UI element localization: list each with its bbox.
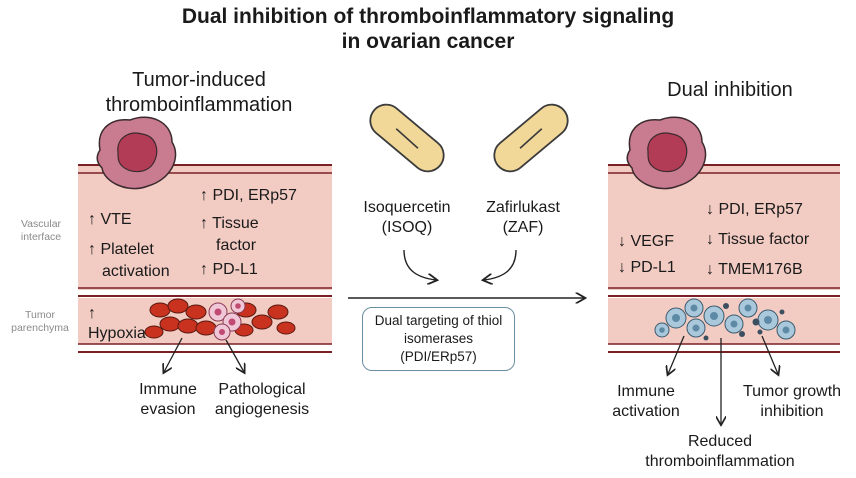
box-line3: (PDI/ERp57): [400, 349, 477, 364]
zafirlukast-pill-icon: [493, 103, 569, 173]
up-hypoxia-arrow: ↑: [88, 305, 96, 322]
tumor-growth-line1: Tumor growth: [742, 383, 842, 400]
immune-activation-line2: activation: [612, 403, 680, 420]
immune-evasion-label: Immune evasion: [120, 380, 216, 420]
down-pdi-erp57: ↓ PDI, ERp57: [706, 201, 803, 218]
down-tmem176b: ↓ TMEM176B: [706, 261, 803, 278]
down-tissue-factor: ↓ Tissue factor: [706, 231, 810, 248]
figure-title-line2: in ovarian cancer: [341, 30, 515, 53]
tumor-growth-arrow: [761, 335, 778, 374]
up-pdi-erp57: ↑ PDI, ERp57: [200, 187, 297, 204]
up-vte: ↑ VTE: [88, 211, 132, 228]
dual-targeting-box: Dual targeting of thiol isomerases (PDI/…: [362, 307, 515, 371]
zafirlukast-line2: (ZAF): [502, 219, 544, 236]
up-pd-l1: ↑ PD-L1: [200, 261, 258, 278]
zafirlukast-label: Zafirlukast (ZAF): [470, 198, 576, 238]
angiogenesis-arrow: [225, 339, 244, 372]
tumor-growth-inhibition-label: Tumor growth inhibition: [736, 382, 848, 422]
isoquercetin-pill-icon: [369, 103, 445, 173]
immune-activation-label: Immune activation: [596, 382, 696, 422]
figure-title-line1: Dual inhibition of thromboinflammatory s…: [181, 5, 675, 28]
vascular-label-line2: interface: [20, 231, 62, 243]
up-tissue-line2: factor: [216, 237, 257, 254]
left-tumor-cluster-icon: [144, 298, 296, 341]
immune-activation-line1: Immune: [617, 383, 675, 400]
hypoxia-label: Hypoxia: [88, 325, 146, 342]
tumor-parenchyma-label: Tumor parenchyma: [2, 309, 78, 335]
isoq-arrow: [403, 249, 436, 280]
immune-activation-arrow: [668, 335, 685, 374]
tumor-growth-line2: inhibition: [760, 403, 824, 420]
pathological-angiogenesis-label: Pathological angiogenesis: [200, 380, 324, 420]
isoquercetin-line1: Isoquercetin: [363, 199, 451, 216]
vascular-label-line1: Vascular: [20, 218, 62, 230]
up-platelet-line2: activation: [102, 263, 170, 280]
zafirlukast-line1: Zafirlukast: [486, 199, 560, 216]
right-circulating-cell-icon: [626, 116, 707, 190]
down-pd-l1: ↓ PD-L1: [618, 259, 676, 276]
left-circulating-cell-icon: [96, 116, 177, 190]
angiogenesis-line1: Pathological: [218, 381, 306, 398]
reduced-line1: Reduced: [687, 433, 753, 450]
zaf-arrow: [484, 249, 517, 280]
left-heading-line1: Tumor-induced: [132, 69, 266, 91]
immune-evasion-arrow: [164, 337, 183, 372]
up-platelet-line1: ↑ Platelet: [88, 241, 154, 258]
box-line1: Dual targeting of thiol: [374, 313, 503, 328]
angiogenesis-line2: angiogenesis: [214, 401, 310, 418]
isoquercetin-label: Isoquercetin (ISOQ): [352, 198, 462, 238]
parenchyma-label-line2: parenchyma: [11, 322, 69, 334]
right-heading: Dual inhibition: [667, 79, 793, 101]
right-tumor-cluster-icon: [654, 298, 796, 341]
up-tissue-line1: ↑ Tissue: [200, 215, 259, 232]
left-heading-line2: thromboinflammation: [105, 94, 293, 116]
isoquercetin-line2: (ISOQ): [381, 219, 433, 236]
down-vegf: ↓ VEGF: [618, 233, 675, 250]
immune-evasion-line2: evasion: [140, 401, 196, 418]
immune-evasion-line1: Immune: [139, 381, 197, 398]
right-vessel: [608, 164, 840, 353]
vascular-interface-label: Vascular interface: [6, 218, 76, 244]
parenchyma-label-line1: Tumor: [25, 309, 55, 321]
reduced-thromboinflammation-label: Reduced thromboinflammation: [630, 432, 810, 472]
box-line2: isomerases: [403, 331, 474, 346]
reduced-line2: thromboinflammation: [645, 453, 795, 470]
